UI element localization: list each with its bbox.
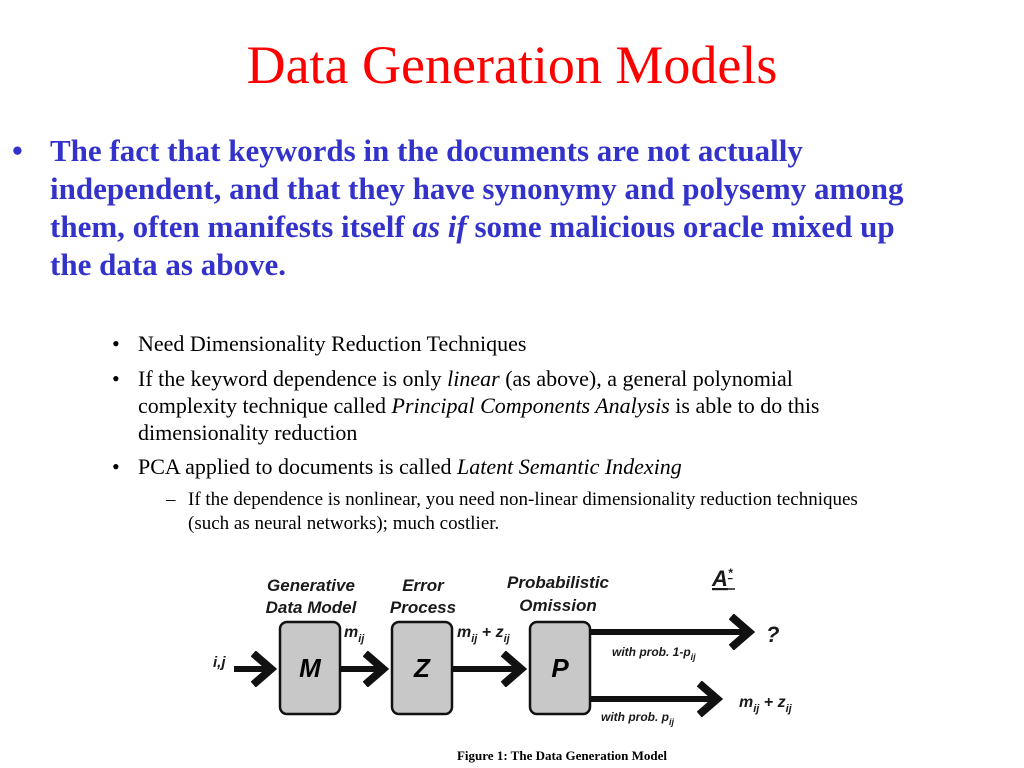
figure-caption: Figure 1: The Data Generation Model bbox=[457, 748, 667, 763]
prob-bottom-label: with prob. pij bbox=[601, 710, 675, 727]
observed-output-label: mij + zij bbox=[739, 694, 793, 715]
slide-title: Data Generation Models bbox=[246, 35, 778, 95]
bullet-marker: • bbox=[12, 133, 23, 168]
z-box-label: Z bbox=[413, 653, 431, 683]
error-label-2: Process bbox=[390, 598, 456, 617]
p-box bbox=[528, 620, 592, 716]
emphasis-as-if: as if bbox=[412, 209, 467, 244]
main-bullet-text: The fact that keywords in the documents … bbox=[50, 133, 904, 282]
generative-label-2: Data Model bbox=[266, 598, 358, 617]
generative-label-1: Generative bbox=[267, 576, 355, 595]
prob-top-label: with prob. 1-pij bbox=[612, 645, 696, 662]
error-label-1: Error bbox=[402, 576, 445, 595]
bullet-marker: • bbox=[112, 366, 120, 391]
mz-edge-label: mij + zij bbox=[457, 624, 511, 645]
m-box-label: M bbox=[299, 653, 322, 683]
omission-label-2: Omission bbox=[519, 596, 596, 615]
bullet-marker: • bbox=[112, 331, 120, 356]
omission-label-1: Probabilistic bbox=[507, 573, 610, 592]
bullet-marker: • bbox=[112, 454, 120, 479]
a-star-label: A* bbox=[711, 566, 734, 591]
input-label: i,j bbox=[213, 654, 226, 671]
dash-marker: – bbox=[166, 489, 176, 510]
m-edge-label: mij bbox=[344, 624, 365, 645]
unknown-output-label: ? bbox=[766, 622, 779, 647]
p-box-label: P bbox=[551, 653, 569, 683]
